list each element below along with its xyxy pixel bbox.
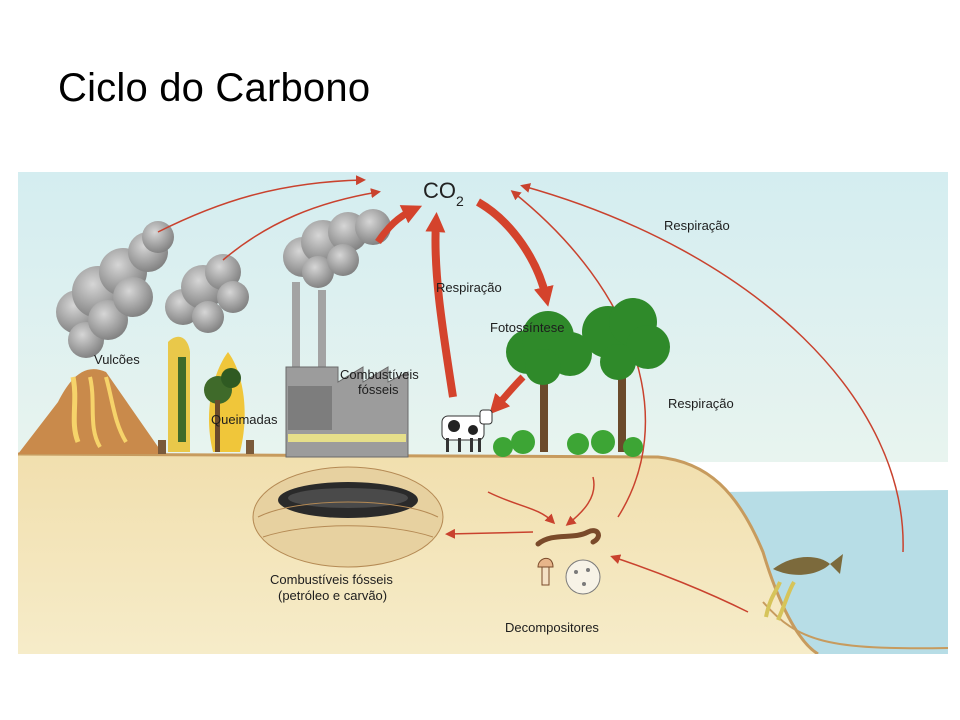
wildfire-illustration (158, 254, 254, 454)
arrow-fire-to-co2 (222, 188, 381, 261)
fire-smoke (165, 254, 249, 333)
arrow-co2-photosynthesis (475, 198, 554, 307)
cow-illustration (441, 409, 493, 452)
arrow-factory-to-co2 (375, 205, 423, 244)
label-vulcoes: Vulcões (94, 352, 140, 367)
label-subsolo-1: Combustíveis fósseis (270, 572, 393, 587)
arrow-cow-respiration (425, 212, 457, 398)
label-subsolo-2: (petróleo e carvão) (278, 588, 387, 603)
label-combustiveis-2: fósseis (358, 382, 399, 397)
co2-label: CO2 (423, 178, 464, 209)
volcano-smoke (56, 221, 174, 358)
arrow-decomp-to-fossils (445, 528, 534, 539)
page-title: Ciclo do Carbono (58, 66, 371, 110)
sea (718, 490, 948, 654)
label-respiracao-mid: Respiração (436, 280, 502, 295)
label-decompositores: Decompositores (505, 620, 599, 635)
arrow-trees-to-decomp (565, 476, 595, 526)
arrow-sea-to-decomp (610, 554, 749, 613)
carbon-cycle-diagram: CO2 (18, 172, 948, 654)
arrow-cow-to-decomp (487, 491, 556, 525)
arrow-to-cow (489, 374, 526, 415)
ground (18, 454, 818, 654)
label-fotossintese: Fotossíntese (490, 320, 564, 335)
label-queimadas: Queimadas (211, 412, 278, 427)
label-combustiveis-1: Combustíveis (340, 367, 419, 382)
label-respiracao-top: Respiração (664, 218, 730, 233)
fossil-layers-illustration (252, 466, 444, 568)
factory-illustration (283, 209, 409, 458)
decomposers-illustration (535, 528, 601, 595)
trees-illustration (493, 298, 670, 457)
arrow-volcano-to-co2 (157, 175, 366, 233)
label-respiracao-right: Respiração (668, 396, 734, 411)
fish-illustration (764, 554, 843, 621)
volcano-illustration (18, 221, 174, 454)
arrow-sea-respiration (520, 183, 904, 553)
